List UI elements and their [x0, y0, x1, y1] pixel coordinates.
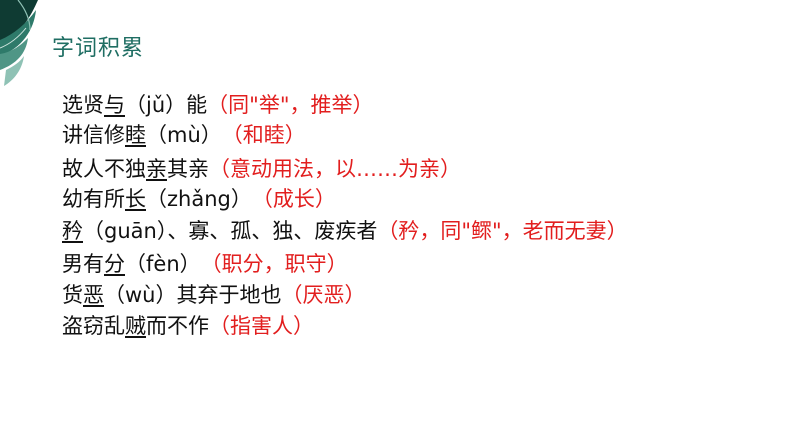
key-character: 贼 [125, 314, 146, 338]
vocab-line: 货恶（wù）其弃于地也（厌恶） [62, 279, 365, 311]
key-character: 睦 [125, 123, 146, 147]
vocab-line: 幼有所长（zhǎng）（成长） [62, 183, 336, 215]
key-character: 长 [125, 187, 146, 211]
vocab-line: 矜（guān）、寡、孤、独、废疾者（矜，同"鳏"，老而无妻） [62, 215, 628, 247]
vocab-line: 故人不独亲其亲（意动用法，以……为亲） [62, 153, 461, 185]
key-character: 恶 [83, 283, 104, 307]
vocab-term: 选贤与（jǔ）能 [62, 93, 208, 117]
vocab-note: （职分，职守） [200, 252, 348, 276]
slide-title: 字词积累 [52, 36, 145, 61]
vocab-term: 幼有所长（zhǎng） [62, 187, 252, 211]
key-character: 与 [104, 93, 125, 117]
vocab-note: （同"举"，推举） [207, 93, 374, 117]
vocab-term: 盗窃乱贼而不作 [62, 314, 209, 338]
leaf-decoration-icon [0, 0, 38, 86]
vocab-term: 男有分（fèn） [62, 252, 201, 276]
vocab-line: 讲信修睦（mù）（和睦） [62, 119, 306, 151]
vocab-note: （和睦） [221, 123, 306, 147]
vocab-line: 选贤与（jǔ）能（同"举"，推举） [62, 89, 373, 121]
vocab-line: 盗窃乱贼而不作（指害人） [62, 310, 314, 342]
vocab-line: 男有分（fèn）（职分，职守） [62, 248, 348, 280]
vocab-note: （厌恶） [281, 283, 366, 307]
vocab-term: 矜（guān）、寡、孤、独、废疾者 [62, 219, 378, 243]
vocab-note: （意动用法，以……为亲） [209, 157, 461, 181]
vocab-note: （成长） [251, 187, 336, 211]
key-character: 矜 [62, 219, 83, 243]
vocab-note: （矜，同"鳏"，老而无妻） [377, 219, 628, 243]
key-character: 分 [104, 252, 125, 276]
key-character: 亲 [146, 157, 167, 181]
vocab-term: 故人不独亲其亲 [62, 157, 209, 181]
vocab-term: 货恶（wù）其弃于地也 [62, 283, 282, 307]
vocab-note: （指害人） [209, 314, 314, 338]
vocab-term: 讲信修睦（mù） [62, 123, 222, 147]
